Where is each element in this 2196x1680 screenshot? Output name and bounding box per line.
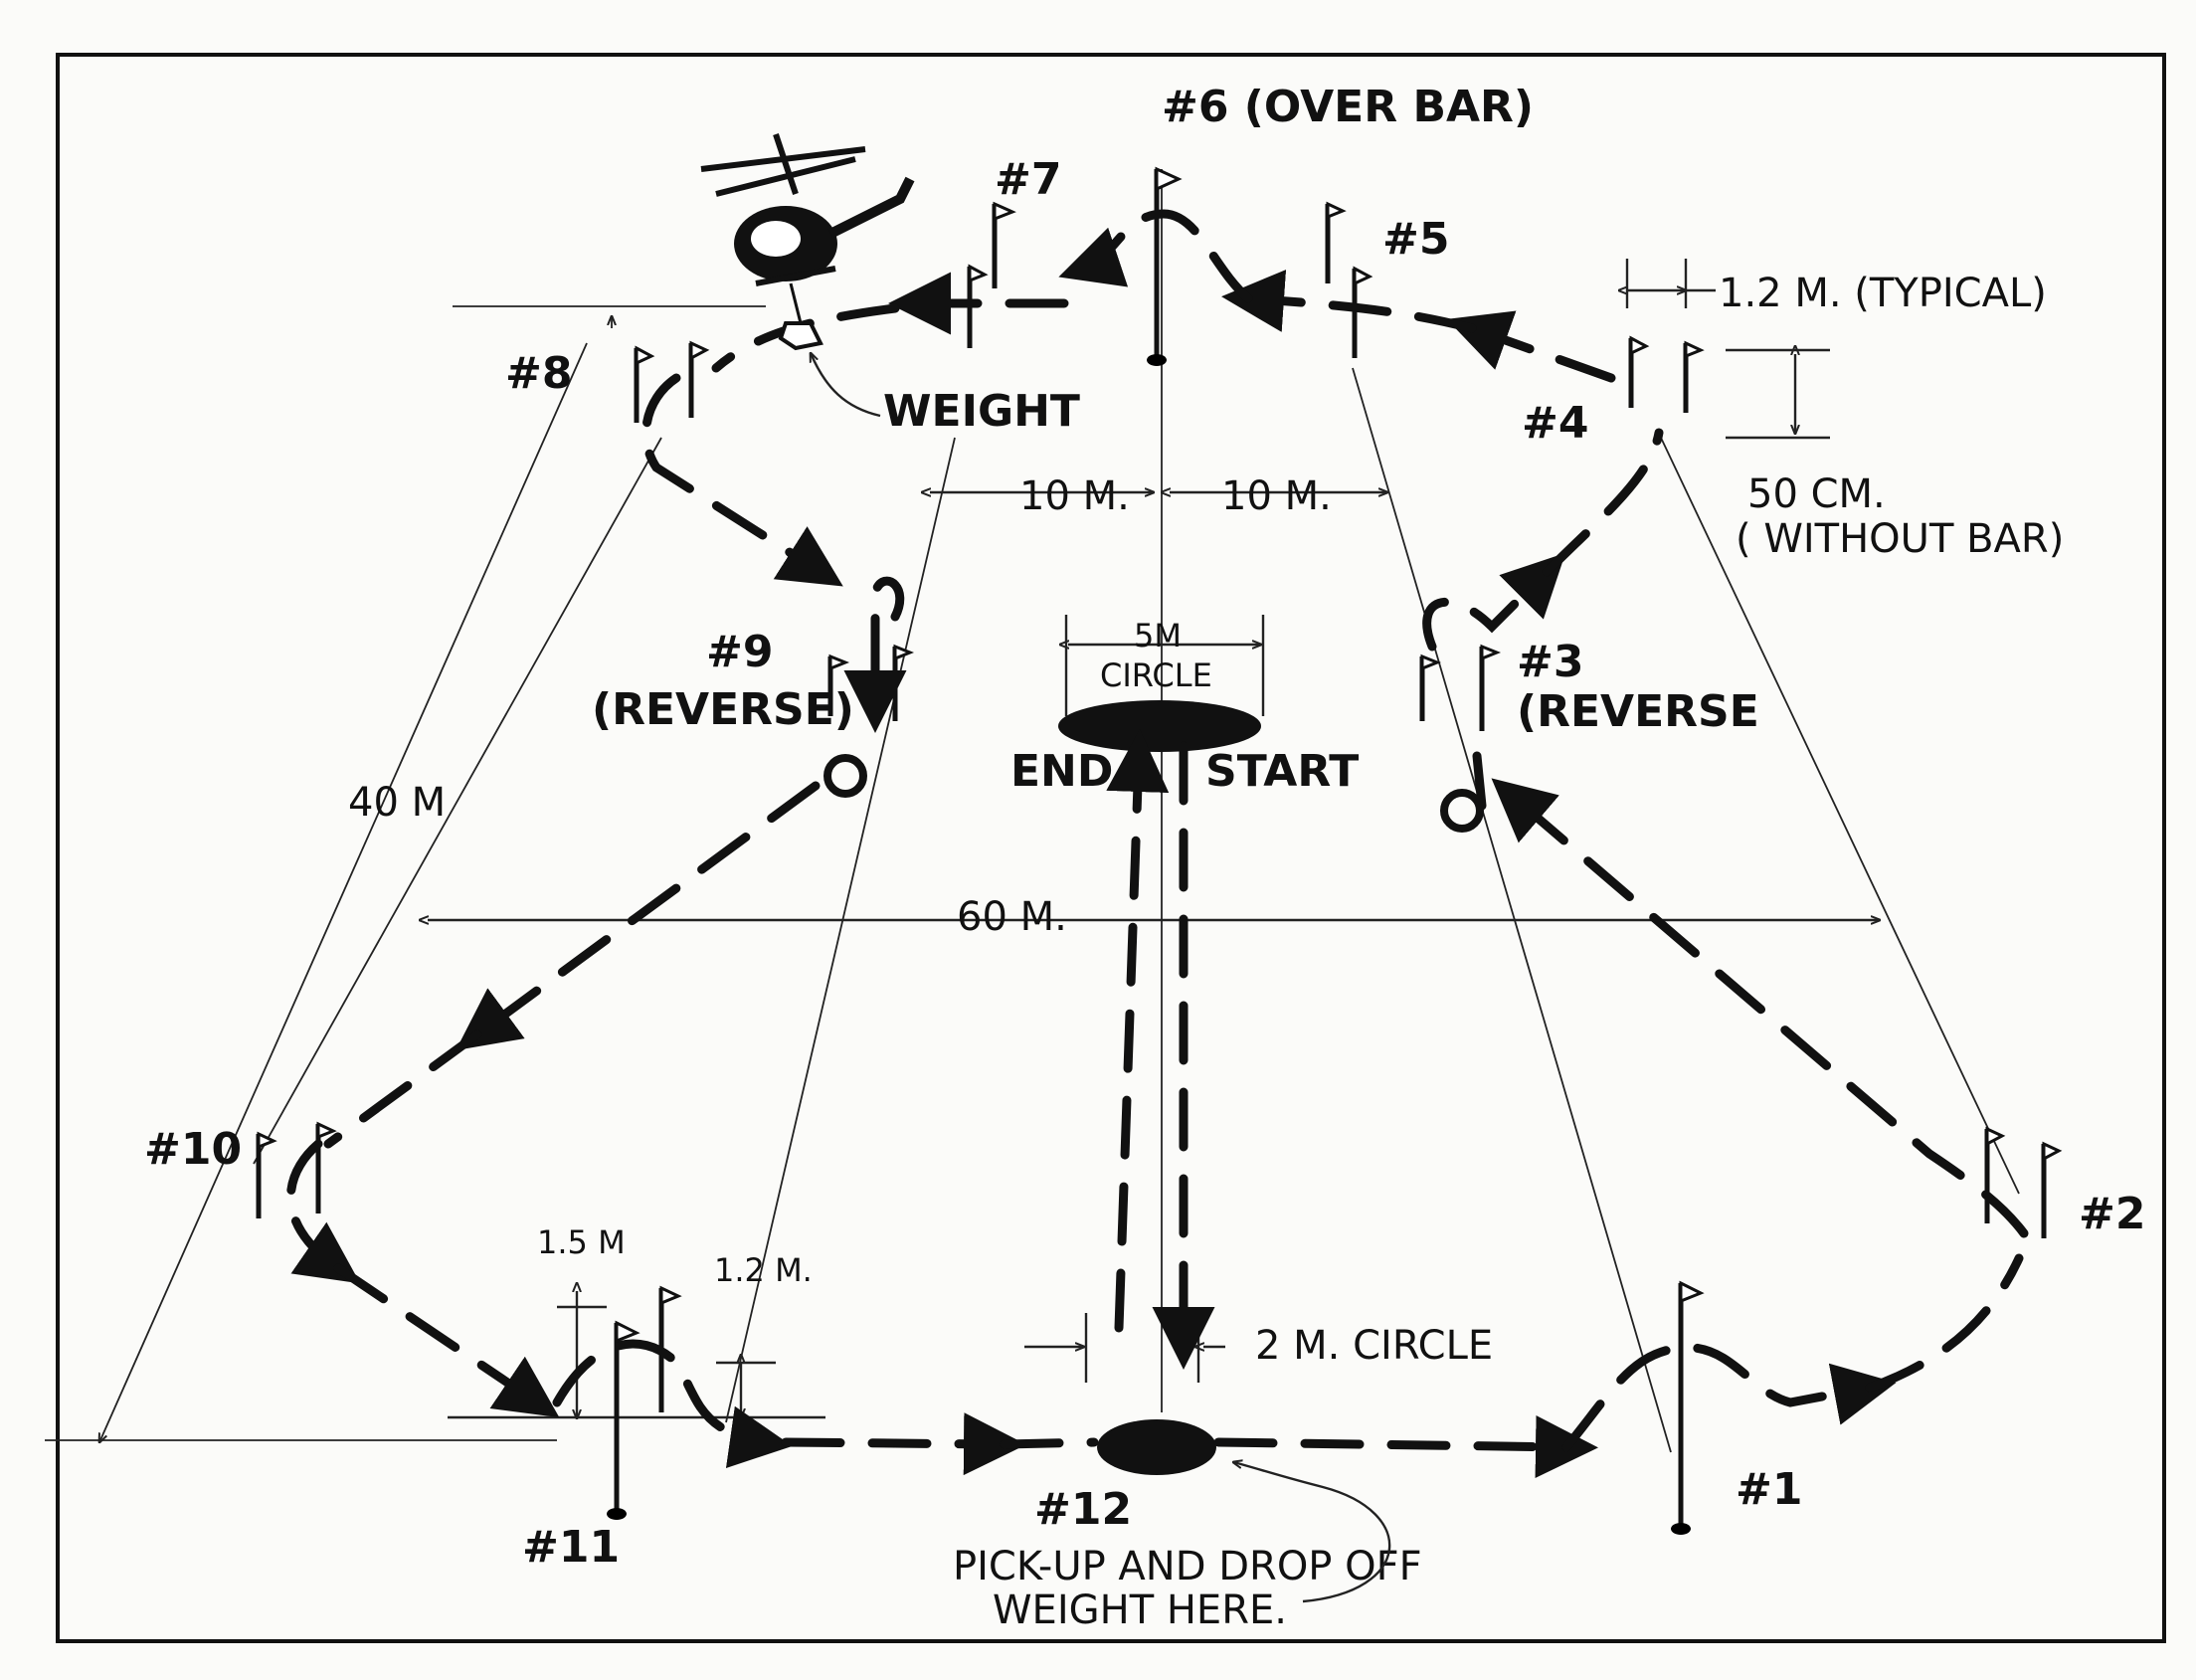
gate-flag-icon	[2041, 1141, 2063, 1238]
dimension-bar: 1.5 M 1.2 M.	[448, 1223, 825, 1418]
gate-flag-icon	[1352, 266, 1373, 358]
dimension-60m: 60 M.	[428, 894, 1880, 940]
dimension-2m-circle: 2 M. CIRCLE	[1024, 1313, 1493, 1383]
gate-flag-icon	[658, 1285, 682, 1412]
pickup-pad: #12 PICK-UP AND DROP OFF WEIGHT HERE.	[953, 1419, 1422, 1633]
gate-3-label: #3	[1517, 637, 1583, 687]
construction-lines	[45, 169, 2020, 1453]
circle-label: CIRCLE	[1100, 656, 1212, 694]
gate-flags	[256, 166, 2063, 1535]
dim-right-10m: 10 M.	[1221, 473, 1332, 519]
gate-flag-icon	[1325, 201, 1347, 283]
gate-flag-icon	[634, 345, 655, 423]
gate-11-label: #11	[522, 1522, 620, 1573]
gate-10-label: #10	[144, 1124, 242, 1175]
gate-1-label: #1	[1736, 1464, 1802, 1515]
gate-12-label: #12	[1034, 1484, 1132, 1535]
dimension-typical: 1.2 M. (TYPICAL)	[1627, 259, 2047, 316]
gate-labels: #1 #2 #3 (REVERSE #4 #5 #6 (OVER BAR) #7…	[144, 82, 2145, 1573]
dim-height-50cm: 50 CM.	[1747, 471, 1886, 517]
gate-flag-icon	[892, 644, 915, 721]
diagram-frame	[56, 53, 2166, 1643]
gate-flag-icon	[1147, 166, 1183, 366]
end-label: END	[1010, 746, 1113, 797]
gate-flag-icon	[1683, 340, 1705, 413]
gate-flag-icon	[967, 264, 989, 348]
pickup-line-1: PICK-UP AND DROP OFF	[953, 1544, 1422, 1589]
dim-depth-40m: 40 M	[348, 780, 446, 826]
dim-without-bar: ( WITHOUT BAR)	[1736, 516, 2064, 562]
gate-flag-icon	[1479, 644, 1502, 731]
dim-typical-spacing: 1.2 M. (TYPICAL)	[1719, 271, 2047, 316]
gate-flag-icon	[315, 1121, 337, 1213]
gate-8-label: #8	[505, 348, 572, 399]
flight-path	[286, 209, 2029, 1478]
start-pad	[1058, 700, 1261, 752]
gate-flag-icon	[1628, 335, 1650, 408]
dim-left-10m: 10 M.	[1019, 473, 1130, 519]
gate-flag-icon	[688, 340, 710, 418]
gate-6-label: #6 (OVER BAR)	[1162, 82, 1534, 132]
gate-9-label: #9	[706, 627, 773, 677]
pickup-line-2: WEIGHT HERE.	[993, 1587, 1287, 1633]
gate-7-label: #7	[995, 154, 1061, 205]
gate-3-reverse: (REVERSE	[1517, 686, 1759, 737]
gate-2-label: #2	[2079, 1189, 2145, 1239]
start-label: START	[1205, 746, 1359, 797]
dimension-10m: 10 M. 10 M.	[930, 473, 1387, 519]
circle-5m-label: 5M	[1134, 617, 1182, 654]
gate-4-label: #4	[1522, 398, 1588, 449]
helicopter-icon	[700, 133, 915, 351]
gate-flag-icon	[1984, 1126, 2006, 1223]
dim-small-circle: 2 M. CIRCLE	[1255, 1323, 1493, 1369]
gate-flag-icon	[607, 1320, 640, 1520]
dim-width-60m: 60 M.	[957, 894, 1067, 940]
gate-flag-icon	[827, 653, 850, 716]
gate-flag-icon	[1419, 653, 1442, 721]
dimension-50cm: 50 CM. ( WITHOUT BAR)	[1726, 350, 2064, 562]
gate-9-reverse: (REVERSE)	[592, 684, 854, 735]
gate-flag-icon	[256, 1131, 277, 1218]
weight-label: WEIGHT	[883, 386, 1080, 437]
dim-bar-gap: 1.2 M.	[714, 1251, 813, 1289]
gate-5-label: #5	[1382, 214, 1449, 265]
gate-flag-icon	[1671, 1280, 1705, 1535]
gate-flag-icon	[992, 201, 1016, 288]
dim-bar-height: 1.5 M	[537, 1223, 626, 1261]
